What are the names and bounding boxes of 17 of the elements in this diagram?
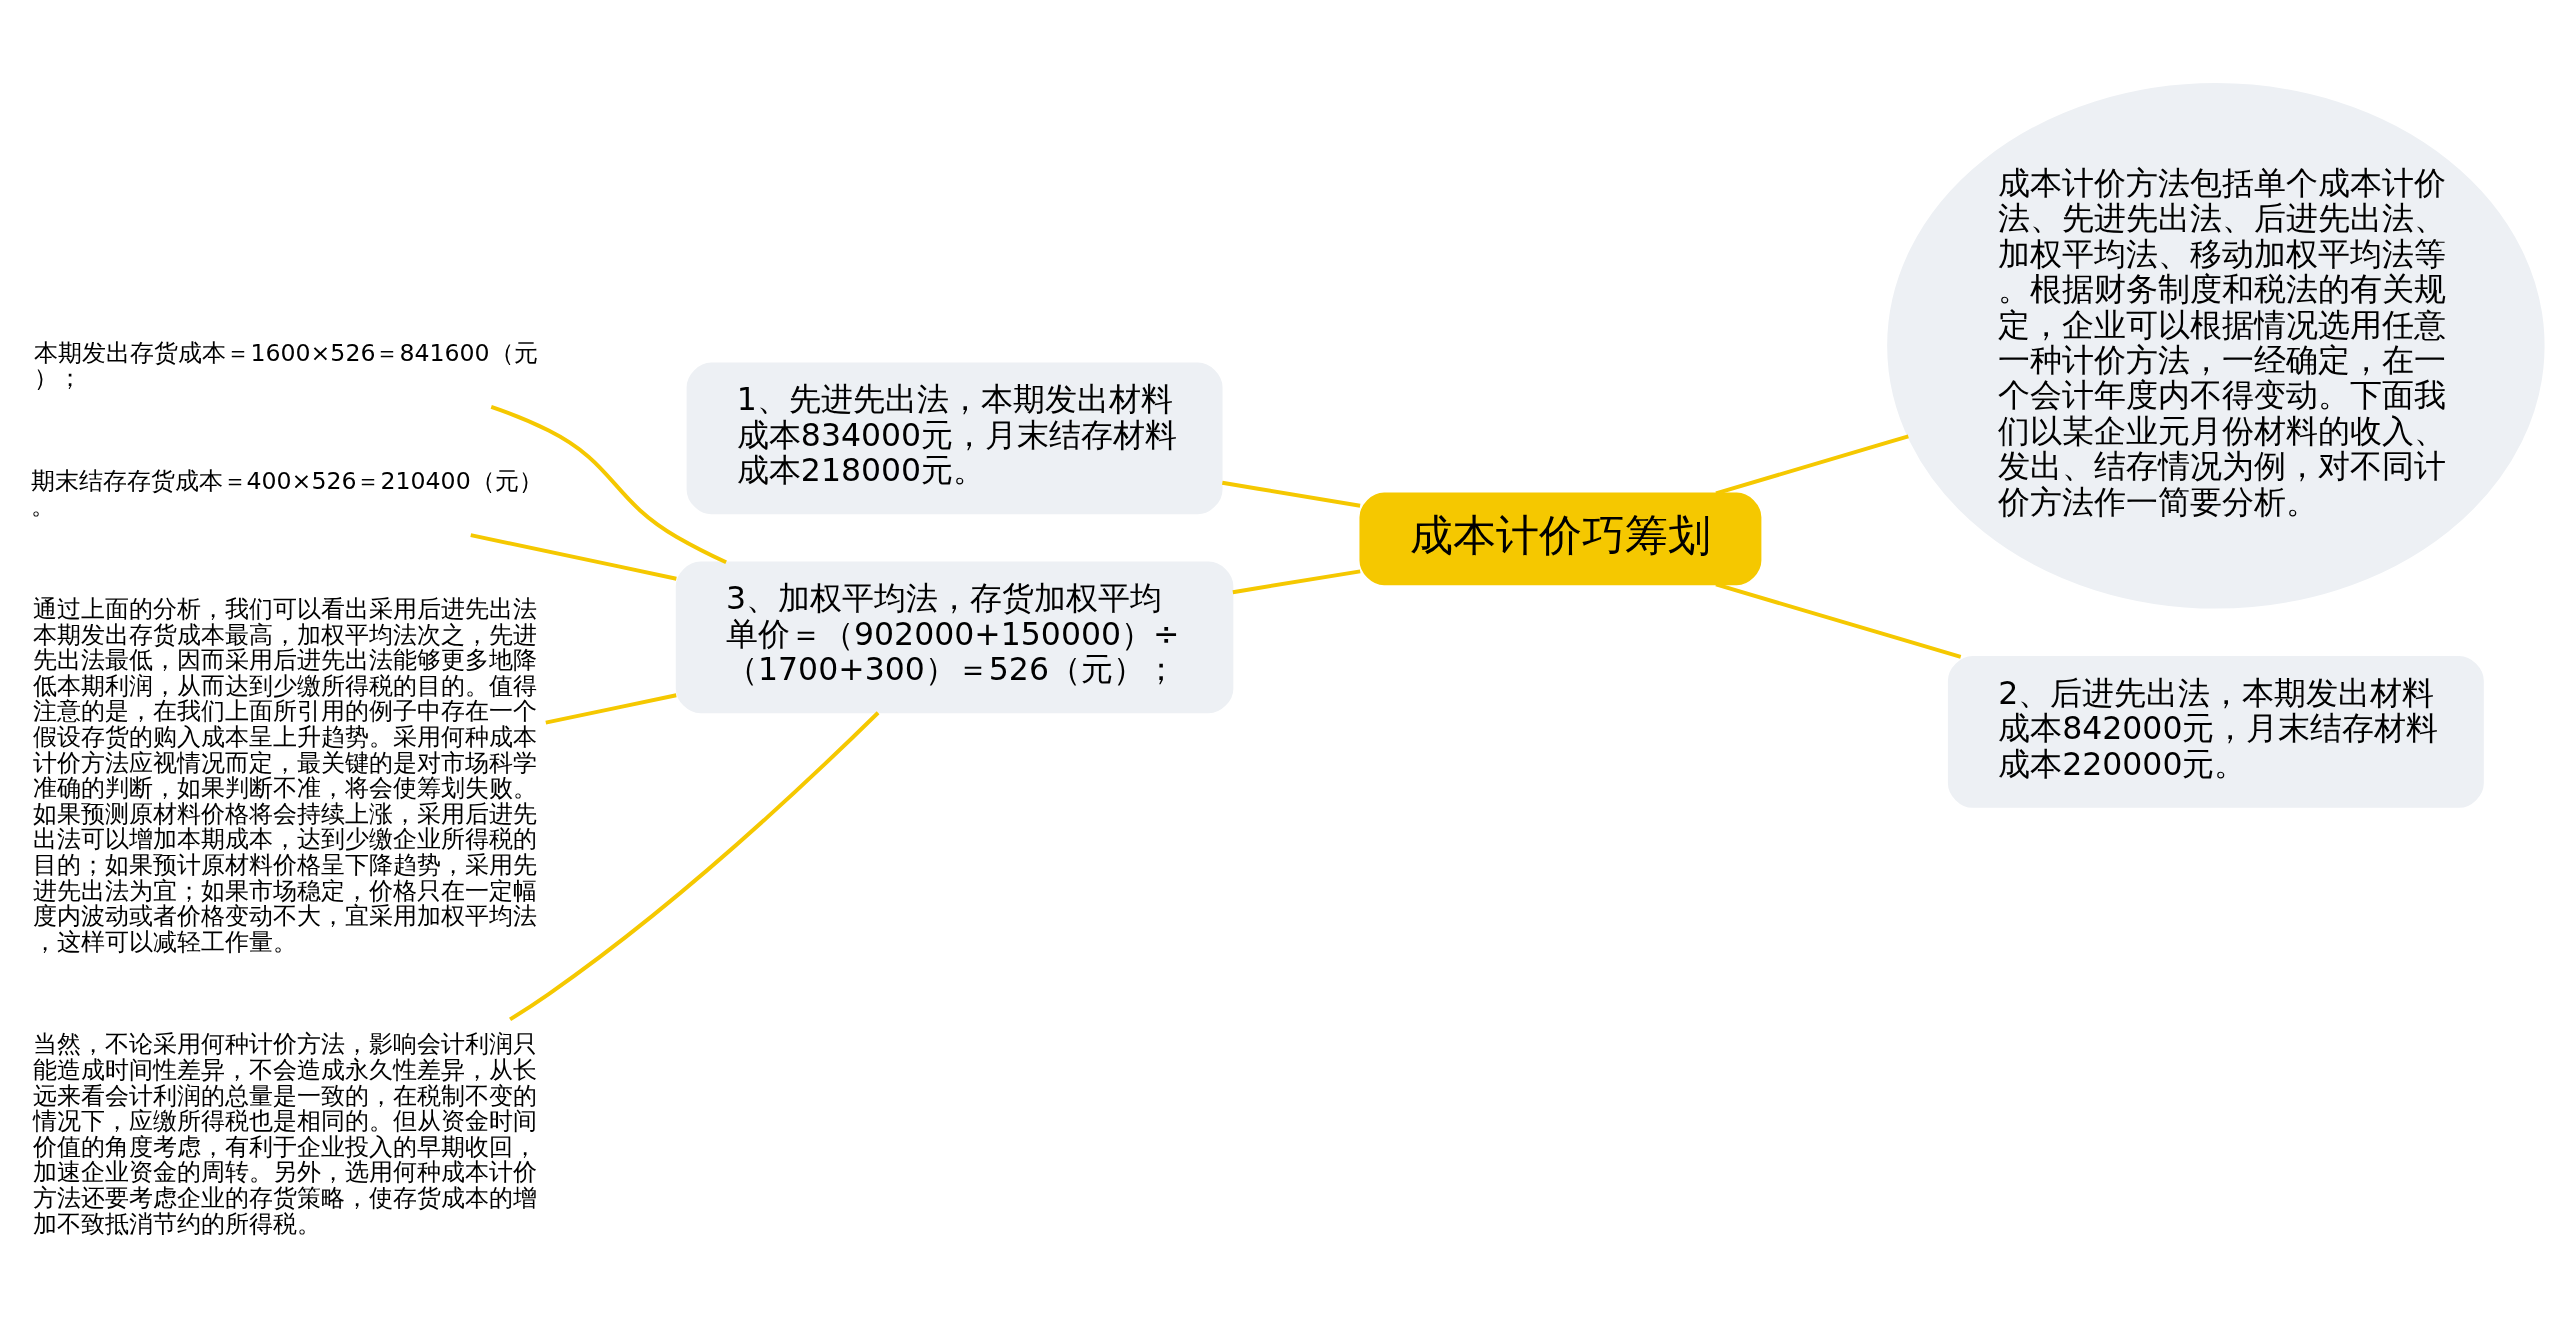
node-text: 期末结存存货成本＝400×526＝210400（元）。 [30, 466, 543, 520]
connector [470, 532, 677, 581]
connector [1222, 480, 1361, 508]
node-text: 当然，不论采用何种计价方法，影响会计利润只能造成时间性差异，不会造成永久性差异，从长远来看会计利润的总量是一致的，在税制不变的情况下，应缴所得税也是相同的。但从资金时间价值的角度考虑，有利于企业投入的早期收回，加速企业资金的周转。另外，选用何种成本计价方法还要考虑企业的存货策略，使存货成本的增加不致抵消节约的所得税。 [33, 1029, 538, 1238]
node-box: 1、先进先出法，本期发出材料成本834000元，月末结存材料成本218000元。 [686, 362, 1223, 514]
connector [490, 404, 727, 564]
connector [1715, 433, 1909, 495]
node-box: 2、后进先出法，本期发出材料成本842000元，月末结存材料成本220000元。 [1947, 655, 2484, 808]
node-box: 3、加权平均法，存货加权平均单价＝（902000+150000）÷（1700+300）＝526（元）； [675, 561, 1234, 713]
node-text: 通过上面的分析，我们可以看出采用后进先出法本期发出存货成本最高，加权平均法次之，先进先出法最低，因而采用后进先出法能够更多地降低本期利润，从而达到少缴所得税的目的。值得注意的是，在我们上面所引用的例子中存在一个假设存货的购入成本呈上升趋势。采用何种成本计价方法应视情况而定，最关键的是对市场科学准确的判断，如果判断不准，将会使筹划失败。如果预测原材料价格将会持续上涨，采用后进先出法可以增加本期成本，达到少缴企业所得税的目的；如果预计原材料价格呈下降趋势，采用先进先出法为宜；如果市场稳定，价格只在一定幅度内波动或者价格变动不大，宜采用加权平均法，这样可以减轻工作量。 [33, 594, 538, 956]
node-ellipse: 成本计价方法包括单个成本计价法、先进先出法、后进先出法、加权平均法、移动加权平均法等。根据财务制度和税法的有关规定，企业可以根据情况选用任意一种计价方法，一经确定，在一个会计年度内不得变动。下面我们以某企业元月份材料的收入、发出、结存情况为例，对不同计价方法作一简要分析。 [1887, 82, 2545, 609]
node-box: 成本计价巧筹划 [1359, 492, 1762, 585]
connector [1232, 568, 1361, 594]
connector [545, 692, 677, 725]
node-text: 本期发出存货成本＝1600×526＝841600（元）； [34, 338, 538, 392]
connector [1715, 582, 1962, 659]
connector [509, 710, 880, 1021]
